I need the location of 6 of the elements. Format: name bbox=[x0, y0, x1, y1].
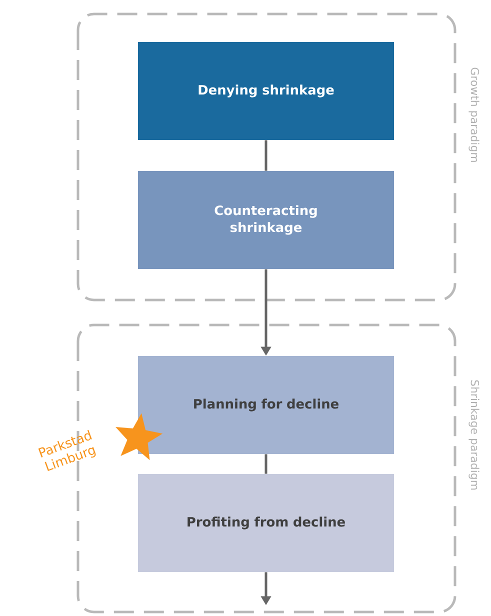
process-box: Planning for decline bbox=[138, 356, 394, 454]
process-box: Denying shrinkage bbox=[138, 42, 394, 140]
process-box: Profiting from decline bbox=[138, 474, 394, 572]
group-label: Growth paradigm bbox=[468, 68, 480, 162]
process-box: Counteracting shrinkage bbox=[138, 171, 394, 269]
group-label: Shrinkage paradigm bbox=[468, 380, 480, 490]
